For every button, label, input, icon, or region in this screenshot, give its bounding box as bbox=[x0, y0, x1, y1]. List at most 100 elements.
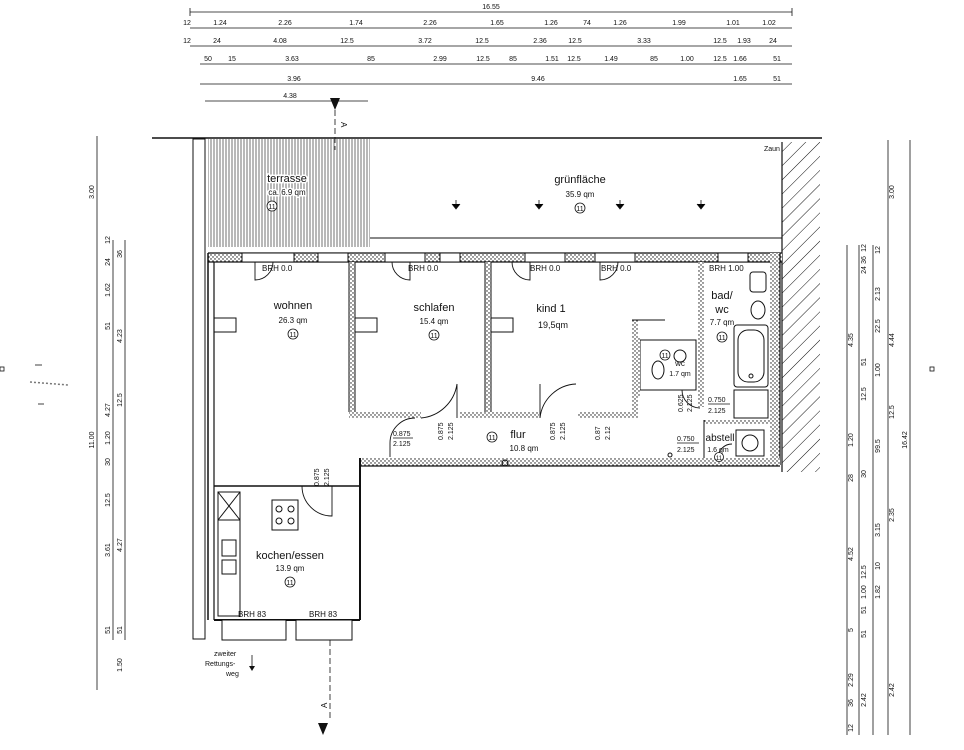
room-number-kochen: 11 bbox=[286, 580, 293, 587]
dim-label: 4.23 bbox=[117, 329, 124, 343]
grass-icon bbox=[451, 200, 706, 210]
dim-label: 1.99 bbox=[672, 20, 686, 27]
dim-label: 12 bbox=[861, 244, 868, 252]
escape-route-note: zweiter Rettungs- weg bbox=[205, 651, 255, 678]
door-width: 0.875 bbox=[393, 431, 411, 438]
dim-label: 36 bbox=[861, 256, 868, 264]
dim-label: 12 bbox=[183, 20, 191, 27]
room-flur: 11 flur 10.8 qm bbox=[486, 429, 539, 453]
dim-label: 12.5 bbox=[861, 565, 868, 579]
neighbour-boundary-hatch bbox=[782, 142, 820, 472]
dim-label: 2.13 bbox=[875, 287, 882, 301]
fence-label: Zaun bbox=[764, 146, 780, 153]
door-width: 0.750 bbox=[708, 397, 726, 404]
dim-label: 51 bbox=[861, 606, 868, 614]
dim-label: 1.62 bbox=[105, 283, 112, 297]
escape-route-line1: zweiter bbox=[214, 651, 237, 658]
room-name-schlafen: schlafen bbox=[414, 302, 455, 314]
dim-label: 15 bbox=[228, 56, 236, 63]
dim-label: 1.20 bbox=[848, 433, 855, 447]
dim-label: 1.01 bbox=[726, 20, 740, 27]
dim-label: 51 bbox=[861, 358, 868, 366]
dim-label: 1.26 bbox=[544, 20, 558, 27]
room-number-bad: 11 bbox=[718, 335, 725, 342]
brh-label-kind-right: BRH 0.0 bbox=[601, 264, 632, 273]
dim-label: 12 bbox=[105, 236, 112, 244]
windows bbox=[221, 252, 749, 641]
door-height: 2.125 bbox=[687, 394, 694, 412]
dim-label: 2.26 bbox=[278, 20, 292, 27]
door-height: 2.125 bbox=[677, 447, 695, 454]
left-dimension-chains: 3.00 11.00 1.50 12 24 1.62 51 4.27 1.20 … bbox=[89, 136, 126, 690]
dim-label: 12.5 bbox=[889, 405, 896, 419]
dim-label: 3.61 bbox=[105, 543, 112, 557]
dim-label: 1.49 bbox=[604, 56, 618, 63]
dim-label: 1.65 bbox=[490, 20, 504, 27]
room-number-flur: 11 bbox=[488, 435, 495, 442]
dim-label: 3.15 bbox=[875, 523, 882, 537]
room-name-gruenflaeche: grünfläche bbox=[554, 174, 605, 186]
dim-label: 30 bbox=[105, 458, 112, 466]
room-number-gruenflaeche: 11 bbox=[576, 206, 583, 213]
brh-label-kind-left: BRH 0.0 bbox=[530, 264, 561, 273]
dim-label: 12.5 bbox=[861, 387, 868, 401]
dim-label: 4.27 bbox=[117, 538, 124, 552]
room-name-terrasse: terrasse bbox=[267, 173, 307, 185]
door-width: 0.750 bbox=[677, 436, 695, 443]
dim-label: 12.5 bbox=[568, 38, 582, 45]
room-kind1: kind 1 19,5qm bbox=[536, 303, 568, 330]
dim-label: 4.08 bbox=[273, 38, 287, 45]
dim-label: 12.5 bbox=[105, 493, 112, 507]
terrace: terrasse terrasse ca. 6.9 qm ca. 6.9 qm … bbox=[192, 138, 370, 640]
door-swings bbox=[254, 261, 733, 517]
door-width: 0.875 bbox=[438, 422, 445, 440]
dim-label: 1.93 bbox=[737, 38, 751, 45]
dim-label: 22.5 bbox=[875, 319, 882, 333]
door-height: 2.12 bbox=[605, 426, 612, 440]
dim-label: 11.00 bbox=[89, 431, 96, 448]
dim-total-width: 16.55 bbox=[482, 4, 500, 11]
dim-label: 51 bbox=[861, 630, 868, 638]
dim-label: 1.51 bbox=[545, 56, 559, 63]
room-number-terrasse: 11 bbox=[268, 204, 275, 211]
dim-label: 51 bbox=[117, 626, 124, 634]
room-area-abstell: 1.6 qm bbox=[707, 447, 729, 454]
dim-label: 51 bbox=[105, 322, 112, 330]
right-dimension-chains: 3.00 16.42 4.35 1.20 28 4.52 5 2.29 36 1… bbox=[846, 140, 911, 735]
room-name-wc: wc bbox=[674, 359, 685, 368]
room-area-kochen: 13.9 qm bbox=[276, 564, 305, 573]
brh-label-kochen-right: BRH 83 bbox=[309, 610, 338, 619]
dim-label: 51 bbox=[773, 76, 781, 83]
dim-label: 36 bbox=[848, 699, 855, 707]
room-number-wc: 11 bbox=[661, 353, 668, 360]
lawn: grünfläche 35.9 qm 11 bbox=[451, 174, 706, 214]
dim-label: 24 bbox=[213, 38, 221, 45]
dim-label: 12 bbox=[183, 38, 191, 45]
door-width: 0.625 bbox=[678, 394, 685, 412]
dim-label: 12 bbox=[848, 724, 855, 732]
room-area-terrasse: ca. 6.9 qm bbox=[268, 188, 306, 197]
arrow-down-icon bbox=[249, 655, 255, 671]
dim-label: 2.26 bbox=[423, 20, 437, 27]
dim-label: 12.5 bbox=[117, 393, 124, 407]
dim-label: 1.26 bbox=[613, 20, 627, 27]
dim-label: 36 bbox=[117, 250, 124, 258]
dim-label: 2.42 bbox=[861, 693, 868, 707]
dim-label: 1.00 bbox=[680, 56, 694, 63]
dim-label: 12.5 bbox=[713, 56, 727, 63]
dim-label: 1.20 bbox=[105, 431, 112, 445]
dim-label: 85 bbox=[367, 56, 375, 63]
dim-label: 50 bbox=[204, 56, 212, 63]
room-schlafen: schlafen 15.4 qm 11 bbox=[414, 302, 455, 341]
top-dimension-chains: 16.55 12 1.24 2.26 1.74 2.26 1.65 1.26 7… bbox=[183, 4, 793, 102]
dim-label: 4.27 bbox=[105, 403, 112, 417]
dim-label: 5 bbox=[848, 628, 855, 632]
room-name-terrasse: terrasse bbox=[267, 173, 307, 185]
dim-label: 30 bbox=[861, 470, 868, 478]
room-area-flur: 10.8 qm bbox=[510, 444, 539, 453]
dim-label: 3.00 bbox=[89, 185, 96, 199]
dim-label: 74 bbox=[583, 20, 591, 27]
dim-label: 12.5 bbox=[475, 38, 489, 45]
dim-label: 24 bbox=[769, 38, 777, 45]
room-name-bad: bad/ bbox=[711, 290, 733, 302]
